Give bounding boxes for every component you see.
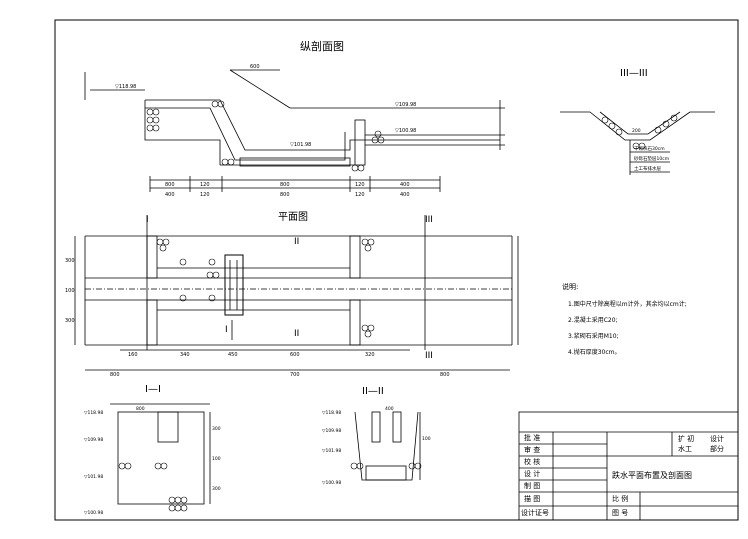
tb-right-1: 扩 初	[678, 435, 695, 443]
tb-label-draw: 制 图	[524, 482, 541, 490]
section-II-dim-2: 100	[422, 436, 431, 442]
section-I-title: I—I	[145, 384, 161, 395]
dim-bot-1: 400	[165, 192, 175, 198]
elev-2: ▽109.98	[395, 102, 416, 108]
cut-I-top: I	[146, 215, 149, 225]
plan-dim-r2-1: 800	[110, 372, 120, 378]
cut-II-top: II	[294, 237, 299, 247]
section-I-elev-1: ▽118.98	[84, 410, 103, 416]
plan-dim-r1-4: 600	[290, 352, 300, 358]
tb-label-approve: 批 准	[524, 434, 541, 442]
tb-label-cert: 设计证号	[521, 509, 549, 517]
tb-right-3: 水工	[678, 445, 692, 453]
rubble-pattern	[146, 100, 385, 172]
plan-dim-r2-3: 800	[440, 372, 450, 378]
plan-dim-r1-3: 450	[228, 352, 238, 358]
plan-dim-r2-2: 700	[290, 372, 300, 378]
plan-view	[74, 215, 519, 371]
tb-label-trace: 描 图	[524, 495, 541, 503]
dim-bot-3: 800	[280, 192, 290, 198]
dim-bot-5: 400	[400, 192, 410, 198]
section-I-elev-2: ▽109.98	[84, 437, 103, 443]
note-3: 3.浆砌石采用M10;	[568, 333, 619, 340]
dim-slope: 600	[250, 64, 260, 70]
tb-label-scale: 比 例	[612, 495, 629, 503]
cut-II-bottom: II	[294, 329, 299, 339]
note-4: 4.抛石厚度30cm。	[568, 349, 621, 356]
plan-rubble	[156, 238, 375, 338]
section-I-dim-3: 100	[212, 456, 221, 462]
section-III-rubble	[601, 114, 678, 150]
elev-4: ▽100.98	[395, 128, 416, 134]
section-III-dim: 200	[632, 128, 641, 134]
plan-side-3: 300	[65, 318, 75, 324]
note-1: 1.图中尺寸除高程以m计外，其余均以cm计;	[568, 301, 687, 308]
tb-label-review: 审 查	[524, 446, 541, 454]
section-I-dim-2: 300	[212, 426, 221, 432]
section-I	[110, 403, 211, 505]
plan-dim-r1-5: 320	[365, 352, 375, 358]
plan-side-2: 100	[65, 288, 75, 294]
dim-bot-4: 120	[355, 192, 365, 198]
section-I-dim-1: 800	[136, 406, 145, 412]
plan-title: 平面图	[278, 211, 308, 223]
cut-I-bottom: I	[225, 325, 228, 335]
section-I-dim-4: 300	[212, 486, 221, 492]
section-II	[354, 411, 421, 481]
tb-right-2: 设计	[710, 435, 724, 443]
section-I-elev-4: ▽100.98	[84, 510, 103, 516]
tb-label-number: 图 号	[612, 509, 629, 517]
section-I-rubble	[118, 462, 188, 512]
long-section-title: 纵剖面图	[300, 39, 344, 53]
dim-top-4: 120	[355, 182, 365, 188]
section-II-elev-4: ▽100.98	[322, 480, 341, 486]
section-III-label-3: 土工布排水层	[634, 165, 661, 172]
tb-right-4: 部分	[710, 445, 724, 453]
cut-III-bottom: III	[425, 351, 433, 361]
section-II-elev-2: ▽109.98	[322, 428, 341, 434]
note-2: 2.混凝土采用C20;	[568, 317, 618, 324]
section-III-label-2: 砂砾石垫层10cm	[634, 155, 669, 162]
plan-dim-r1-2: 340	[180, 352, 190, 358]
section-III	[560, 111, 715, 175]
dim-top-2: 120	[200, 182, 210, 188]
section-II-title: II—II	[362, 386, 384, 397]
section-II-rubble	[350, 462, 422, 470]
plan-dim-r1-1: 160	[128, 352, 138, 358]
long-section	[84, 69, 505, 192]
elev-1: ▽118.98	[115, 84, 136, 90]
plan-side-1: 300	[65, 258, 75, 264]
tb-label-check: 校 核	[524, 458, 541, 466]
section-II-dim-1: 400	[385, 406, 394, 412]
dim-top-1: 800	[165, 182, 175, 188]
notes-heading: 说明:	[562, 283, 579, 291]
dim-bot-2: 120	[200, 192, 210, 198]
dim-top-5: 400	[400, 182, 410, 188]
section-III-title: III—III	[620, 68, 648, 79]
section-I-elev-3: ▽101.98	[84, 474, 103, 480]
dim-top-3: 800	[280, 182, 290, 188]
cut-III-top: III	[425, 215, 433, 225]
tb-drawing-name: 跌水平面布置及剖面图	[612, 471, 692, 480]
section-II-elev-1: ▽118.98	[322, 410, 341, 416]
tb-label-design: 设 计	[524, 470, 541, 478]
elev-3: ▽101.98	[290, 142, 311, 148]
title-block	[518, 411, 739, 521]
section-II-elev-3: ▽101.98	[322, 448, 341, 454]
drawing-frame	[54, 19, 739, 521]
section-III-label-1: 干砌块石30cm	[634, 145, 665, 152]
